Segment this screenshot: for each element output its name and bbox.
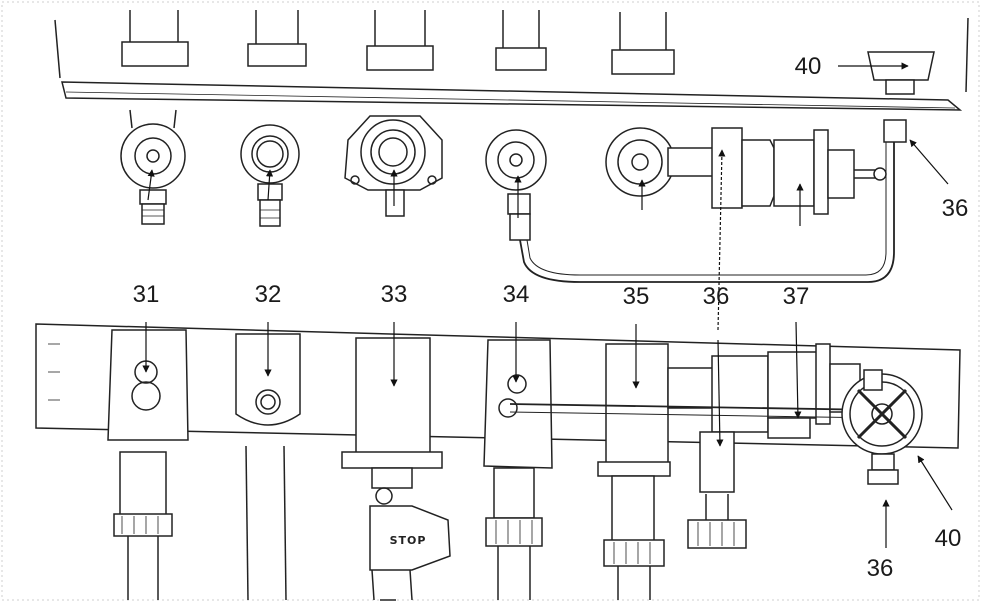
label-35: 35 (623, 283, 650, 310)
upper-manifold (54, 10, 969, 283)
label-36-bottom: 36 (867, 555, 894, 582)
label-40-top: 40 (795, 53, 822, 80)
stop-knob-text: STOP (390, 534, 427, 547)
label-33: 33 (381, 281, 408, 308)
label-40-bottom: 40 (935, 525, 962, 552)
label-37: 37 (783, 283, 810, 310)
label-32: 32 (255, 281, 282, 308)
leader-arrows (142, 62, 953, 548)
label-36-mid: 36 (703, 283, 730, 310)
label-34: 34 (503, 281, 530, 308)
label-36-upper-right: 36 (942, 195, 969, 222)
label-31: 31 (133, 281, 160, 308)
lower-manifold (35, 323, 961, 601)
